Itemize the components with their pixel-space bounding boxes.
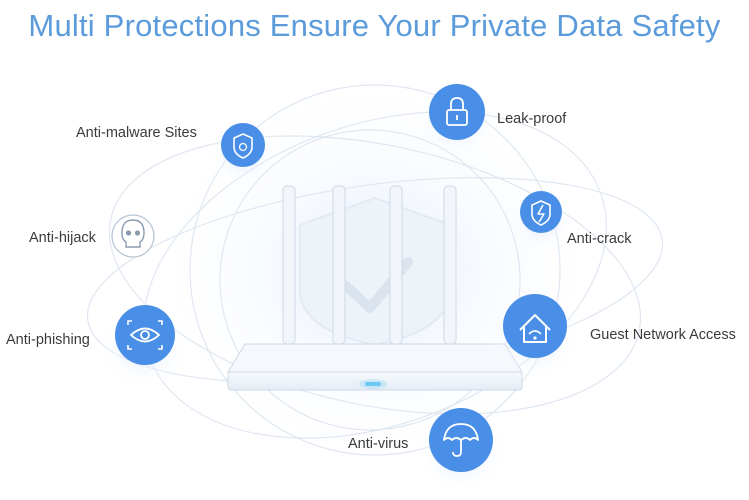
lock-icon <box>417 80 497 160</box>
feature-label-anti-crack: Anti-crack <box>567 231 632 247</box>
shield-bolt-icon <box>509 188 573 252</box>
eye-scan-icon <box>99 299 191 391</box>
home-wifi-icon <box>489 289 581 381</box>
shield-bug-icon <box>209 119 277 187</box>
feature-label-leak-proof: Leak-proof <box>497 111 567 127</box>
feature-label-anti-hijack: Anti-hijack <box>29 230 96 246</box>
feature-label-guest-network: Guest Network Access <box>590 327 736 343</box>
feature-label-anti-phishing: Anti-phishing <box>6 332 90 348</box>
feature-label-anti-malware: Anti-malware Sites <box>76 125 197 141</box>
page-title: Multi Protections Ensure Your Private Da… <box>28 8 721 43</box>
router-icon <box>227 185 523 391</box>
umbrella-icon <box>415 404 507 496</box>
skull-icon <box>111 214 155 258</box>
feature-label-anti-virus: Anti-virus <box>348 436 409 452</box>
